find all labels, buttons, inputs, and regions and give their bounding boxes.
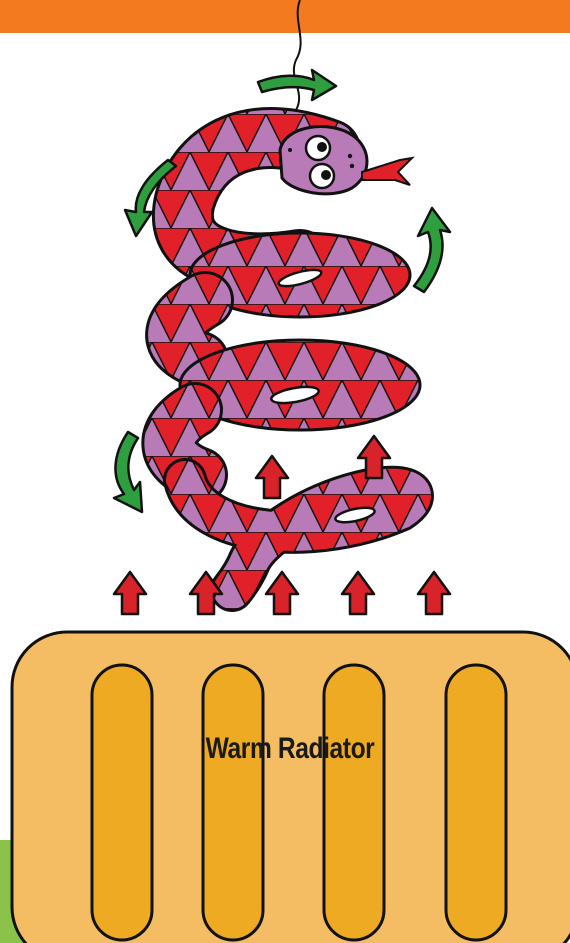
circulation-arrow-icon: [114, 432, 142, 512]
heat-arrow-icon: [342, 572, 374, 614]
heat-arrow-icon: [256, 456, 288, 498]
radiator-fin: [324, 665, 384, 940]
circulation-arrow-icon: [258, 70, 336, 100]
circulation-arrow-icon: [414, 208, 450, 292]
radiator-fin: [446, 665, 506, 940]
radiator-fin: [203, 665, 263, 940]
heat-arrow-icon: [266, 572, 298, 614]
heat-arrow-icon: [114, 572, 146, 614]
radiator-icon: [12, 632, 570, 943]
radiator-fin: [92, 665, 152, 940]
radiator-label: Warm Radiator: [175, 732, 405, 766]
snake-icon: [169, 127, 420, 590]
top-bar: [0, 0, 570, 33]
heat-arrow-icon: [418, 572, 450, 614]
